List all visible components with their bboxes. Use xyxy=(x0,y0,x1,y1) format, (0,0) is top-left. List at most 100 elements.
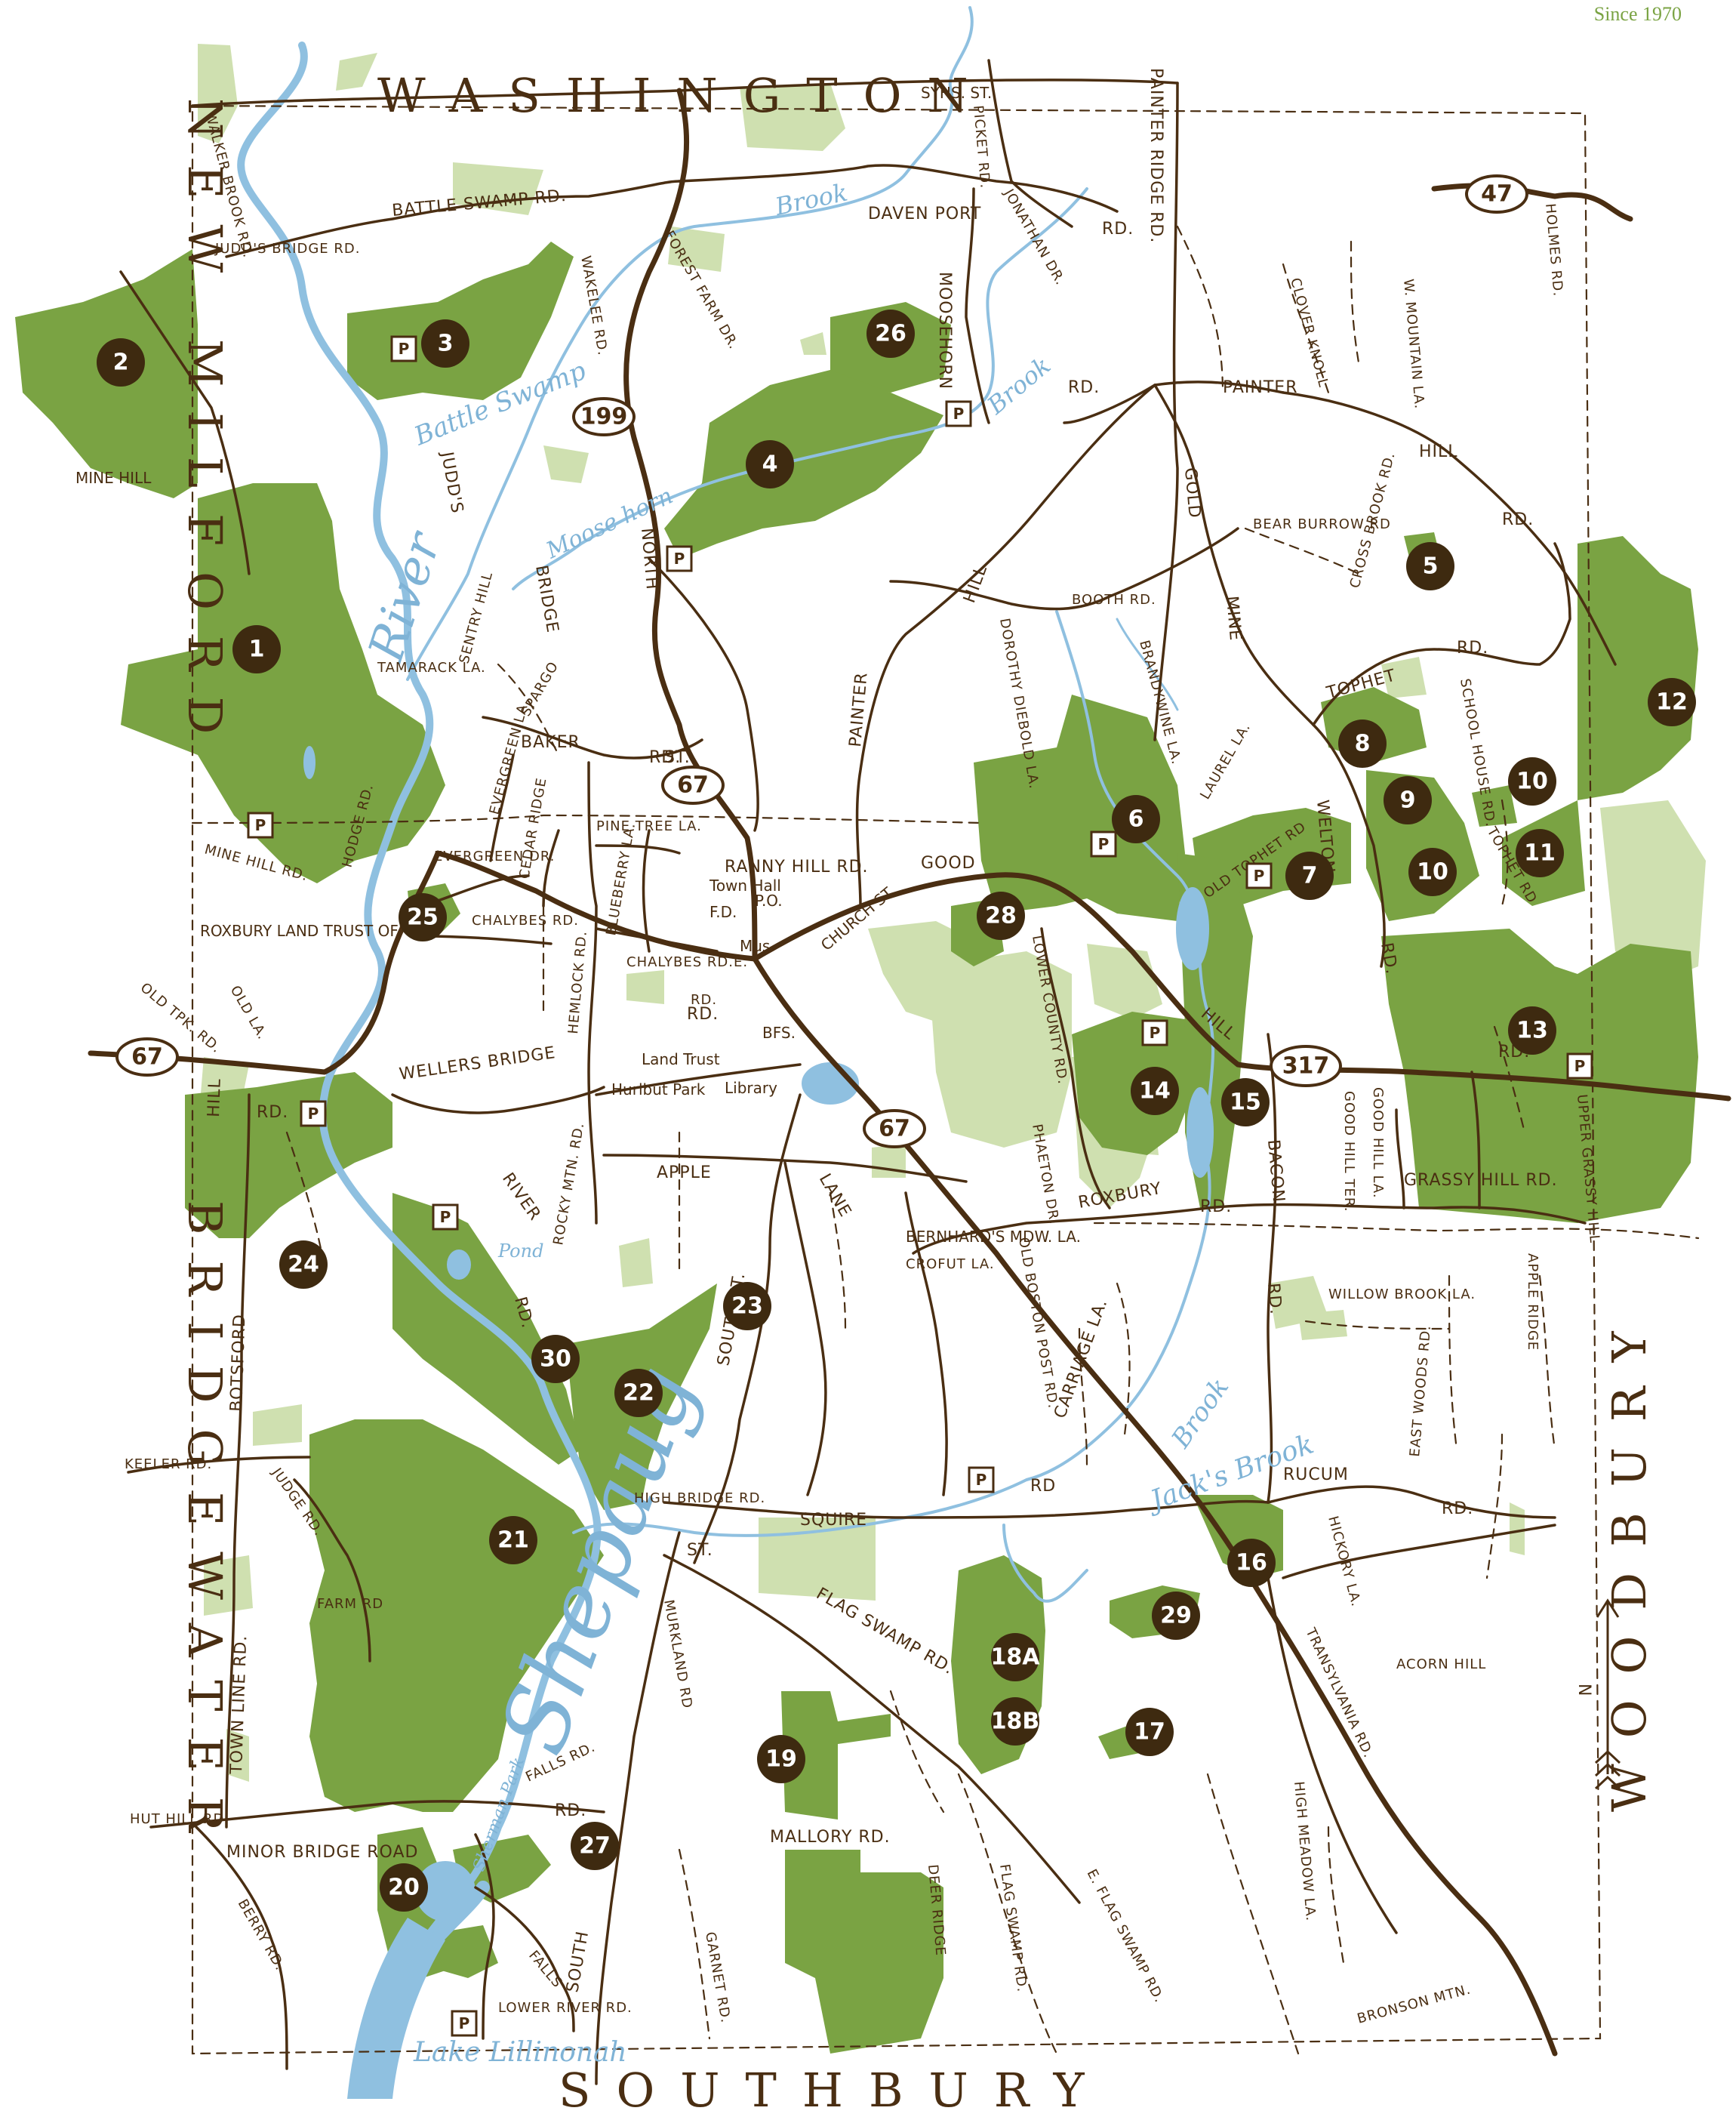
preserve-badge-circle[interactable] xyxy=(1285,852,1334,900)
parking-icon[interactable]: P xyxy=(976,1471,987,1489)
preserve-badge-18b[interactable]: 18B xyxy=(991,1709,1040,1735)
parking-box[interactable] xyxy=(1090,830,1117,858)
preserve-badge-circle[interactable] xyxy=(1384,776,1432,824)
preserve-badge-10[interactable]: 10 xyxy=(1417,859,1448,886)
preserve-badge-circle[interactable] xyxy=(757,1735,805,1783)
parking-icon[interactable]: P xyxy=(255,816,266,834)
preserve-badge-7[interactable]: 7 xyxy=(1302,863,1318,889)
parking-box[interactable] xyxy=(247,812,274,839)
parking-box[interactable] xyxy=(666,545,693,572)
preserve-badge-18a[interactable]: 18A xyxy=(991,1644,1041,1671)
parking-box[interactable] xyxy=(300,1100,327,1127)
preserve-badge-9[interactable]: 9 xyxy=(1400,787,1416,814)
preserve-badge-circle[interactable] xyxy=(866,310,915,358)
preserve-badge-circle[interactable] xyxy=(1221,1078,1270,1126)
preserve-badge-28[interactable]: 28 xyxy=(985,903,1017,929)
preserve-badge-circle[interactable] xyxy=(1338,720,1387,768)
preserve-badge-circle[interactable] xyxy=(232,625,281,673)
parking-box[interactable] xyxy=(1141,1019,1168,1046)
preserve-areas xyxy=(15,242,1698,2054)
preserve-badge-circle[interactable] xyxy=(1648,678,1696,726)
parking-icon[interactable]: P xyxy=(459,2014,470,2032)
preserve-badge-circle[interactable] xyxy=(421,319,469,368)
town-bridgewater: BRIDGEWATER xyxy=(177,1200,232,1858)
label-rucum-rd: RD. xyxy=(1442,1499,1473,1518)
parking-icon[interactable]: P xyxy=(1254,867,1265,885)
preserve-badge-4[interactable]: 4 xyxy=(762,451,778,478)
preserve-badge-11[interactable]: 11 xyxy=(1524,840,1556,867)
label-acorn-hill: ACORN HILL xyxy=(1396,1656,1486,1672)
preserve-badge-circle[interactable] xyxy=(1152,1592,1200,1640)
parking-box[interactable] xyxy=(390,335,417,362)
preserve-badge-circle[interactable] xyxy=(991,1633,1039,1681)
preserve-badge-circle[interactable] xyxy=(489,1516,537,1564)
preserve-badge-circle[interactable] xyxy=(531,1335,580,1383)
preserve-badge-23[interactable]: 23 xyxy=(731,1293,763,1320)
preserve-badge-15[interactable]: 15 xyxy=(1230,1089,1261,1116)
preserve-badge-circle[interactable] xyxy=(1508,1006,1556,1055)
preserve-badge-circle[interactable] xyxy=(1131,1067,1179,1115)
parking-box[interactable] xyxy=(1245,862,1273,889)
parking-icon[interactable]: P xyxy=(308,1105,319,1123)
parking-icon[interactable]: P xyxy=(440,1208,451,1226)
label-good-hill-ter: GOOD HILL TER. xyxy=(1341,1091,1357,1212)
preserve-badge-6[interactable]: 6 xyxy=(1128,806,1144,833)
preserve-badge-circle[interactable] xyxy=(399,893,447,941)
preserve-badge-circle[interactable] xyxy=(1125,1708,1174,1756)
preserve-badge-5[interactable]: 5 xyxy=(1423,553,1439,580)
parking-icon[interactable]: P xyxy=(674,550,685,568)
preserve-badge-16[interactable]: 16 xyxy=(1236,1550,1267,1576)
parking-icon[interactable]: P xyxy=(1574,1057,1586,1075)
preserve-badge-29[interactable]: 29 xyxy=(1160,1603,1192,1629)
preserve-badge-21[interactable]: 21 xyxy=(497,1527,529,1554)
preserve-badge-24[interactable]: 24 xyxy=(288,1252,319,1278)
preserve-badge-circle[interactable] xyxy=(977,892,1025,940)
preserve-badge-circle[interactable] xyxy=(1406,542,1454,590)
preserve-badge-circle[interactable] xyxy=(571,1822,619,1870)
preserve-badge-circle[interactable] xyxy=(279,1240,328,1289)
preserve-badge-27[interactable]: 27 xyxy=(579,1833,611,1860)
preserve-badge-circle[interactable] xyxy=(1112,795,1160,843)
parking-box[interactable] xyxy=(968,1466,995,1493)
parking-icon[interactable]: P xyxy=(1098,835,1110,853)
label-bacon: BACON xyxy=(1264,1139,1288,1203)
label-baker: BAKER xyxy=(521,733,580,752)
preserve-badge-17[interactable]: 17 xyxy=(1134,1719,1165,1746)
preserve-badge-19[interactable]: 19 xyxy=(765,1746,797,1773)
preserve-badge-13[interactable]: 13 xyxy=(1516,1018,1548,1044)
preserve-badge-30[interactable]: 30 xyxy=(540,1346,571,1373)
preserve-badge-2[interactable]: 2 xyxy=(113,350,129,376)
label-booth: BOOTH RD. xyxy=(1072,592,1156,608)
preserve-badge-circle[interactable] xyxy=(1408,848,1457,896)
preserve-badge-8[interactable]: 8 xyxy=(1355,731,1371,757)
preserve-badge-circle[interactable] xyxy=(991,1697,1039,1746)
preserve-badge-20[interactable]: 20 xyxy=(388,1875,420,1901)
preserve-badge-25[interactable]: 25 xyxy=(407,904,439,931)
parking-icon[interactable]: P xyxy=(1150,1024,1161,1042)
preserve-badge-circle[interactable] xyxy=(1227,1539,1276,1587)
preserve-badge-circle[interactable] xyxy=(380,1863,428,1912)
preserve-badge-circle[interactable] xyxy=(97,338,145,387)
preserve-badge-1[interactable]: 1 xyxy=(249,636,265,663)
preserve-badge-circle[interactable] xyxy=(1516,829,1564,877)
preserve-badge-26[interactable]: 26 xyxy=(875,321,906,347)
parking-box[interactable] xyxy=(451,2010,478,2037)
preserve-badge-circle[interactable] xyxy=(1508,757,1556,806)
parking-icon[interactable]: P xyxy=(399,340,410,358)
parking-box[interactable] xyxy=(432,1203,459,1231)
preserve-badge-circle[interactable] xyxy=(614,1369,663,1417)
preserve-badge-3[interactable]: 3 xyxy=(438,331,454,357)
preserve-badge-circle[interactable] xyxy=(746,440,794,488)
preserve-badge-14[interactable]: 14 xyxy=(1139,1078,1171,1105)
preserve-badge-circle[interactable] xyxy=(723,1282,771,1330)
parking-icon[interactable]: P xyxy=(953,405,965,423)
parking-box[interactable] xyxy=(945,400,972,427)
preserve-badge-22[interactable]: 22 xyxy=(623,1380,654,1407)
parking-box[interactable] xyxy=(1566,1052,1593,1080)
label-hemlock-rd: RD. xyxy=(691,992,717,1008)
label-judds-bridge-top: JUDD'S BRIDGE RD. xyxy=(214,241,360,257)
preserve-badge-10[interactable]: 10 xyxy=(1516,769,1548,795)
preserve-badge-12[interactable]: 12 xyxy=(1656,689,1688,716)
